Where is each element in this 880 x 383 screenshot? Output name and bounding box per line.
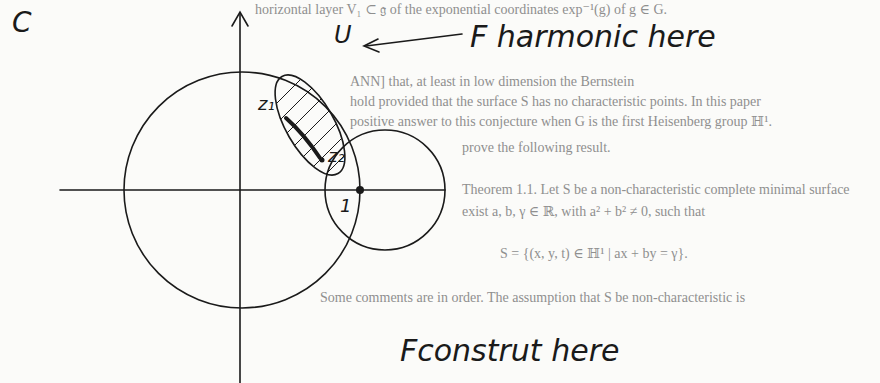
handwritten-note: F harmonic here xyxy=(470,20,716,53)
background-text: S = {(x, y, t) ∈ ℍ¹ | ax + by = γ}. xyxy=(500,246,688,261)
axis-arrowhead xyxy=(232,12,248,26)
background-text: hold provided that the surface S has no … xyxy=(350,94,761,109)
region-label: U xyxy=(334,22,352,48)
background-text: exist a, b, γ ∈ ℝ, with a² + b² ≠ 0, suc… xyxy=(462,204,705,219)
region-u xyxy=(261,65,359,186)
second-circle xyxy=(325,130,445,250)
handwritten-note: Fconstrut here xyxy=(400,334,619,367)
background-text: ANN] that, at least in low dimension the… xyxy=(350,74,634,89)
point-one xyxy=(356,186,364,194)
background-text: prove the following result. xyxy=(462,140,611,155)
point-label: 1 xyxy=(340,196,351,216)
background-text: Theorem 1.1. Let S be a non-characterist… xyxy=(462,182,850,197)
pointer-arrow xyxy=(366,34,462,46)
imaginary-axis xyxy=(239,14,241,383)
background-text: horizontal layer V₁ ⊂ 𝔤 of the exponenti… xyxy=(255,2,667,17)
pointer-arrowhead xyxy=(364,39,379,52)
point-label: z₁ xyxy=(258,94,275,114)
point-z2 xyxy=(320,158,325,163)
real-axis xyxy=(60,189,445,191)
background-text: Some comments are in order. The assumpti… xyxy=(320,290,745,305)
plane-label: C xyxy=(12,8,32,39)
background-text: positive answer to this conjecture when … xyxy=(350,114,772,129)
point-label: z₂ xyxy=(328,146,345,166)
boundary-arc xyxy=(286,118,320,158)
